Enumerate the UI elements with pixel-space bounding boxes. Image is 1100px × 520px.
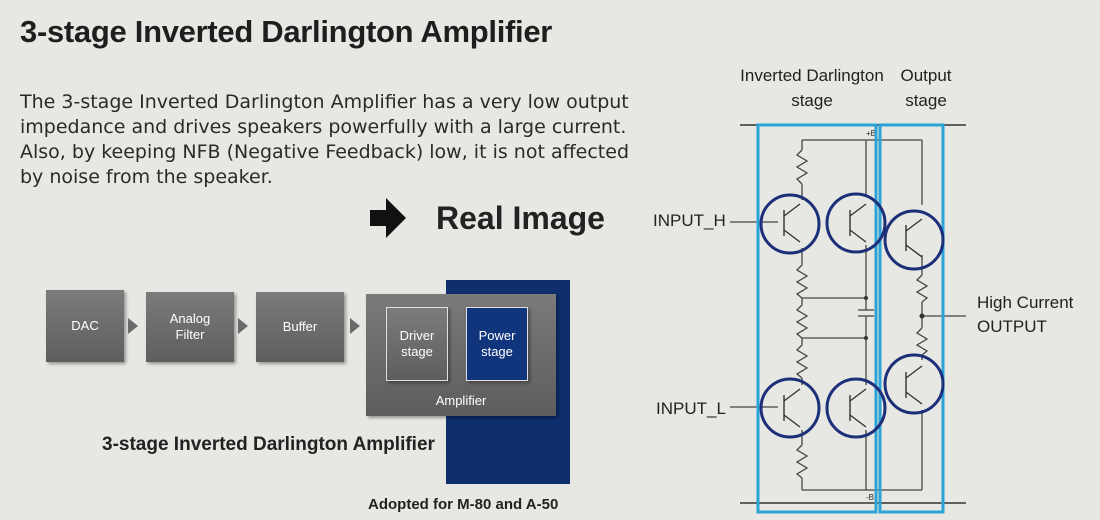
output-stage-label: Output (900, 66, 951, 85)
buffer-block: Buffer (256, 292, 344, 362)
real-image-heading: Real Image (436, 200, 605, 236)
buffer-label: Buffer (282, 319, 318, 334)
output-stage-label: stage (905, 91, 947, 110)
dac-block: DAC (46, 290, 124, 362)
driver-stage-label: Driver (399, 328, 435, 343)
input-l-label: INPUT_L (656, 399, 726, 418)
inverted-darlington-label: stage (791, 91, 833, 110)
schematic-wiring (730, 139, 966, 491)
description-line: Also, by keeping NFB (Negative Feedback)… (20, 141, 630, 163)
junction-node (864, 296, 868, 300)
amplifier-schematic: Inverted Darlington stage Output stage +… (653, 66, 1074, 514)
analog-filter-label: Analog (169, 311, 211, 326)
driver-stage-block: Driver stage (386, 307, 448, 381)
analog-filter-label: Filter (175, 327, 205, 342)
junction-node (864, 336, 868, 340)
high-current-output-label: High Current (977, 293, 1074, 312)
power-stage-label: stage (481, 344, 513, 359)
minus-b-label: -B (866, 493, 874, 502)
dac-label: DAC (71, 318, 99, 333)
description: The 3-stage Inverted Darlington Amplifie… (20, 90, 640, 190)
transistor-highlight-circles (759, 192, 945, 439)
output-node (919, 313, 925, 319)
amplifier-label: Amplifier (435, 393, 487, 408)
chevron-right-icon (350, 318, 360, 334)
analog-filter-block: Analog Filter (146, 292, 234, 362)
chevron-right-icon (238, 318, 248, 334)
power-stage-block: Power stage (466, 307, 528, 381)
arrow-right-icon (370, 198, 406, 238)
description-line: by noise from the speaker. (20, 166, 273, 188)
description-line: The 3-stage Inverted Darlington Amplifie… (20, 91, 629, 113)
driver-stage-label: stage (401, 344, 433, 359)
output-stage-box (878, 123, 945, 514)
plus-b-label: +B (866, 129, 876, 138)
inverted-darlington-stage-box (756, 123, 878, 514)
chevron-right-icon (128, 318, 138, 334)
transistor-symbols (783, 203, 923, 428)
description-line: impedance and drives speakers powerfully… (20, 116, 627, 138)
high-current-output-label: OUTPUT (977, 317, 1047, 336)
inverted-darlington-label: Inverted Darlington (740, 66, 884, 85)
page-title: 3-stage Inverted Darlington Amplifier (20, 14, 553, 49)
input-h-label: INPUT_H (653, 211, 726, 230)
block-diagram-caption: 3-stage Inverted Darlington Amplifier (102, 434, 435, 455)
adopted-models-caption: Adopted for M-80 and A-50 (368, 496, 559, 513)
power-stage-label: Power (478, 328, 516, 343)
